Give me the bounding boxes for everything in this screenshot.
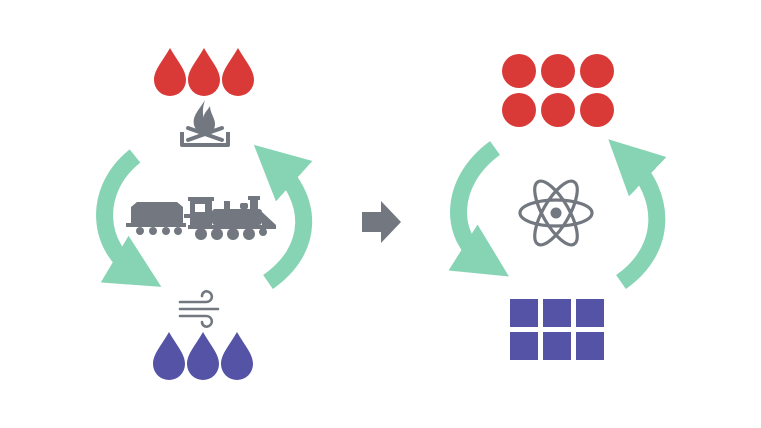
red-circle <box>580 93 614 127</box>
blue-square <box>576 299 604 327</box>
blue-drop-icon <box>187 332 219 380</box>
blue-square <box>543 332 571 360</box>
red-drop-icon <box>222 48 254 96</box>
blue-square <box>543 299 571 327</box>
red-circle <box>502 93 536 127</box>
campfire-icon <box>180 100 230 147</box>
cycle-arrow-down <box>96 149 162 287</box>
right-arrow-icon <box>362 201 401 243</box>
blue-drop-icon <box>153 332 185 380</box>
cold-squares-right <box>510 299 604 360</box>
red-circle <box>502 54 536 88</box>
hot-circles-right <box>502 54 614 127</box>
red-circle <box>580 54 614 88</box>
blue-drop-icon <box>221 332 253 380</box>
cycle-arrow-down <box>448 141 509 277</box>
cycle-arrows-left <box>96 144 313 289</box>
hot-drops-left <box>154 48 254 96</box>
cycle-arrows-right <box>448 139 667 289</box>
red-drop-icon <box>154 48 186 96</box>
cycle-arrow-up <box>608 139 667 289</box>
cold-drops-left <box>153 332 253 380</box>
blue-square <box>576 332 604 360</box>
red-drop-icon <box>188 48 220 96</box>
wind-icon <box>178 290 220 328</box>
cycle-arrow-up <box>253 144 313 289</box>
steam-locomotive-icon <box>126 196 276 240</box>
right-cycle <box>448 54 667 360</box>
left-cycle <box>96 48 313 380</box>
blue-square <box>510 332 538 360</box>
blue-square <box>510 299 538 327</box>
red-circle <box>541 54 575 88</box>
atom-icon <box>518 179 594 247</box>
red-circle <box>541 93 575 127</box>
